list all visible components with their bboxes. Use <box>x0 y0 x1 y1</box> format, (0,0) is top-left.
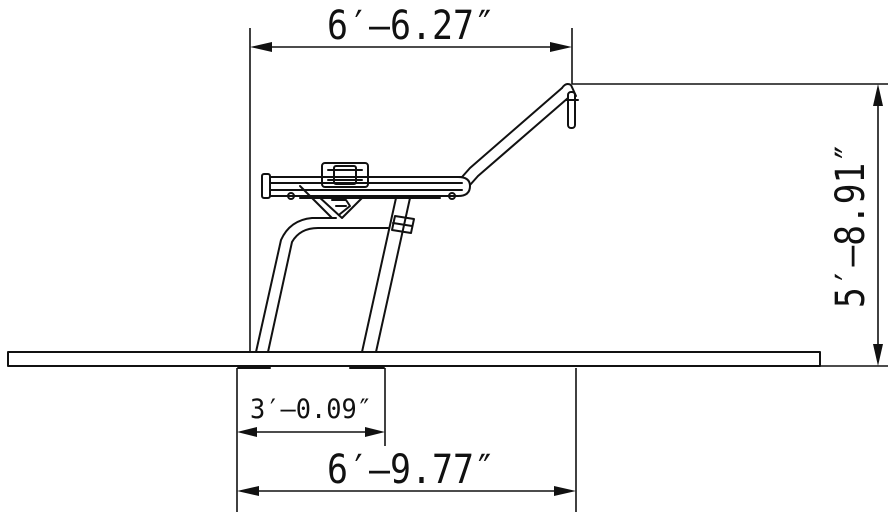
seat-bracket <box>299 162 369 219</box>
dimension-base-depth-label: 3′–0.09″ <box>250 394 372 425</box>
dimension-height: 5′–8.91″ <box>828 84 883 366</box>
dimension-overall-width-label: 6′–9.77″ <box>327 447 495 493</box>
backrest-arm <box>461 83 579 186</box>
seat-platform <box>261 173 471 200</box>
leg-clamp <box>391 215 415 234</box>
extension-lines <box>236 28 888 512</box>
lifeguard-chair <box>255 83 579 353</box>
ground-plate <box>7 351 821 367</box>
dimension-overall-width: 6′–9.77″ <box>237 447 576 496</box>
rear-leg <box>255 217 389 353</box>
dimension-base-depth: 3′–0.09″ <box>237 394 385 437</box>
front-leg <box>361 197 411 353</box>
dimension-top-width: 6′–6.27″ <box>250 3 572 52</box>
dimension-top-width-label: 6′–6.27″ <box>327 3 495 49</box>
dimension-height-label: 5′–8.91″ <box>828 142 874 308</box>
